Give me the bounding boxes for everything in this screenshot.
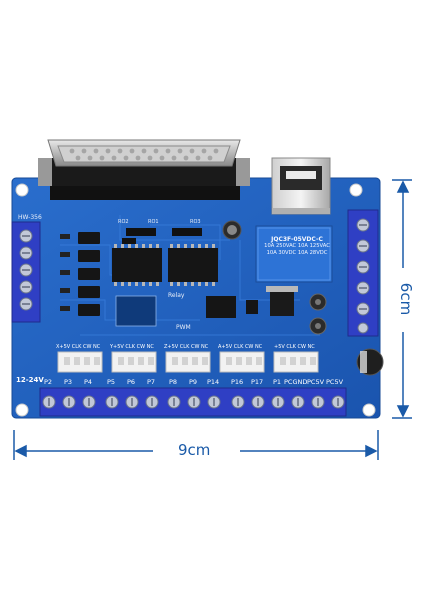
pin-label: P6 <box>127 378 136 386</box>
db25-connector <box>38 139 250 200</box>
width-dimension <box>13 430 379 460</box>
pin-label: P3 <box>64 378 73 386</box>
power-capacitor <box>356 348 384 376</box>
mounting-hole <box>15 403 29 417</box>
resistor-column <box>60 234 70 311</box>
pin-label: P4 <box>84 378 93 386</box>
usb-connector <box>271 157 331 215</box>
ic-chips <box>112 244 218 286</box>
ic-label-2: RO1 <box>148 219 159 225</box>
pin-label: PC5V <box>326 378 344 386</box>
board-model-label: HW-356 <box>18 214 42 221</box>
relay-rating-1: 10A 250VAC 10A 125VAC <box>264 243 330 249</box>
smd-components <box>115 295 258 327</box>
relay-markings: JQC3F-05VDC-C 10A 250VAC 10A 125VAC 10A … <box>262 236 332 257</box>
pin-label: PC5V <box>307 378 325 386</box>
axis-header-y: Y+5V CLK CW NC <box>110 344 154 350</box>
pin-label: P1 <box>273 378 282 386</box>
relay-rating-2: 10A 30VDC 10A 28VDC <box>266 250 328 256</box>
relay-model: JQC3F-05VDC-C <box>271 236 323 243</box>
relay-label: Relay <box>168 292 185 299</box>
pin-label: P8 <box>169 378 178 386</box>
pin-label: P9 <box>189 378 198 386</box>
mounting-hole <box>15 183 29 197</box>
axis-header-z: Z+5V CLK CW NC <box>164 344 209 350</box>
axis-header-a: A+5V CLK CW NC <box>218 344 263 350</box>
pin-label: PCGND <box>284 378 308 386</box>
relay <box>255 225 333 283</box>
ic-label-3: RO3 <box>190 219 201 225</box>
pin-label: P7 <box>147 378 156 386</box>
pin-label: P17 <box>251 378 264 386</box>
bottom-terminal-block <box>39 387 347 417</box>
pwm-label: PWM <box>176 324 191 331</box>
height-dimension-label: 6cm <box>397 282 416 316</box>
capacitor-top <box>222 220 242 240</box>
voltage-regulator <box>266 286 298 316</box>
voltage-label: 12-24V <box>16 376 44 384</box>
pin-label: P5 <box>107 378 116 386</box>
mounting-hole <box>349 183 363 197</box>
optocoupler-column <box>78 232 100 316</box>
right-terminal-block <box>347 209 379 337</box>
axis-header-b: +5V CLK CW NC <box>274 344 315 350</box>
width-dimension-label: 9cm <box>178 441 211 459</box>
height-dimension <box>392 179 412 419</box>
mounting-hole <box>362 403 376 417</box>
resistor-networks <box>122 228 202 244</box>
ic-label-1: RO2 <box>118 219 129 225</box>
axis-header-x: X+5V CLK CW NC <box>56 344 101 350</box>
pin-label: P2 <box>44 378 53 386</box>
capacitors-right <box>309 293 327 335</box>
left-terminal-block <box>11 221 41 323</box>
pin-label: P14 <box>207 378 220 386</box>
pin-label: P16 <box>231 378 244 386</box>
